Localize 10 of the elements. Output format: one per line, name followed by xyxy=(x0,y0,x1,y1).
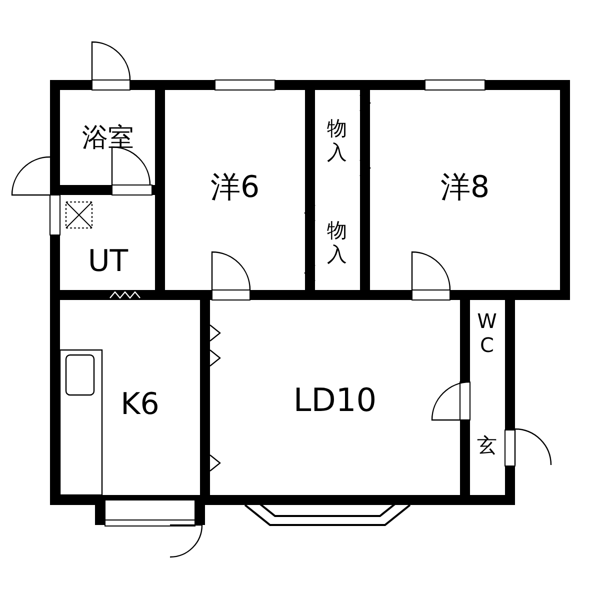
room-label: 浴室 xyxy=(82,125,134,151)
room-label: 玄 xyxy=(477,435,497,455)
room-label: K6 xyxy=(120,390,160,420)
room-label: 洋6 xyxy=(210,173,260,203)
room-label: LD10 xyxy=(293,384,377,416)
room-label: 洋8 xyxy=(440,173,490,203)
room-label: 物入 xyxy=(326,116,348,164)
room-label: UT xyxy=(88,247,128,277)
room-label: W C xyxy=(476,309,498,357)
room-label: 物入 xyxy=(326,218,348,266)
